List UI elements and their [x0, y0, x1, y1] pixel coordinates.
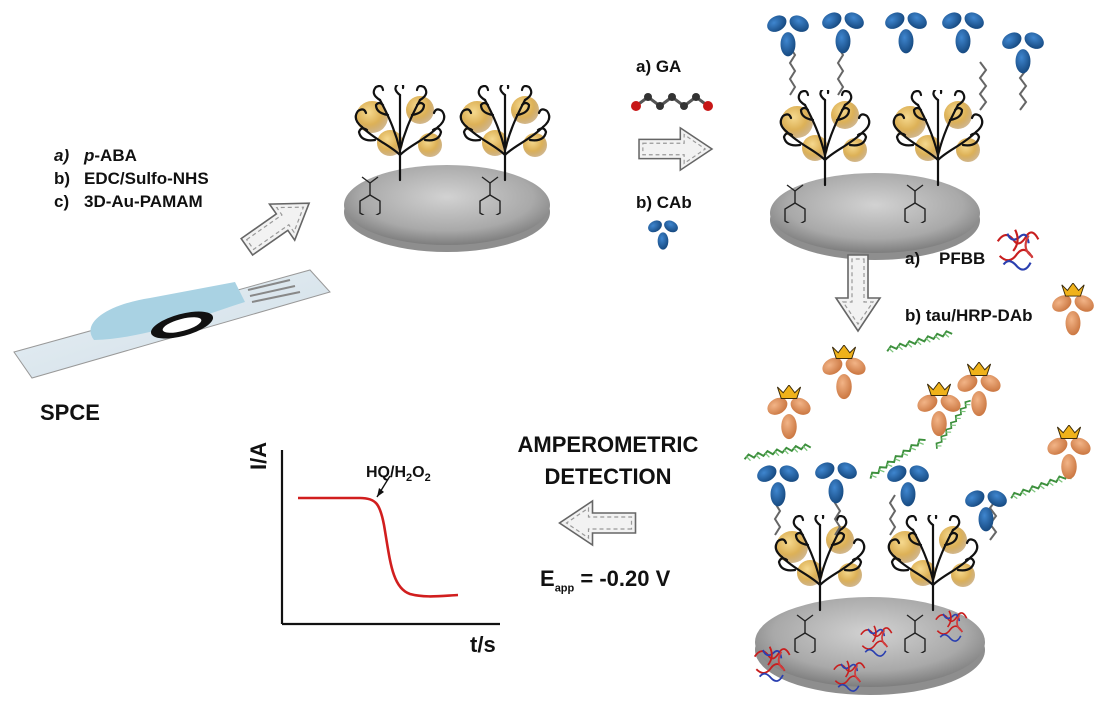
graph-x-axis-label: t/s [470, 632, 496, 657]
capture-antibody-icon [645, 218, 681, 250]
electrode-sandwich-assembly [742, 345, 1095, 695]
cab-step-label: b) CAb [636, 193, 692, 212]
detection-arrow [558, 500, 637, 546]
tau-protein-icon [885, 329, 954, 355]
tau-step-label: b) tau/HRP-DAb [905, 306, 1033, 325]
step2-arrow [638, 127, 713, 171]
pfbb-step-label: a) PFBB [905, 249, 986, 268]
step-pABA: a)p-ABA [54, 146, 137, 165]
hq-h2o2-annotation: HQ/H2O2 [366, 464, 431, 485]
electrode-modified [344, 85, 551, 252]
current-curve [298, 496, 459, 598]
amperometric-graph [280, 450, 500, 626]
ga-step-label: a) GA [636, 57, 682, 76]
spce-electrode-strip [13, 269, 331, 379]
step-au-pamam: c)3D-Au-PAMAM [54, 192, 203, 211]
step-edc: b)EDC/Sulfo-NHS [54, 169, 209, 188]
amperometric-detection-label: AMPEROMETRIC DETECTION [517, 432, 699, 489]
step3-arrow [835, 254, 881, 332]
pfbb-protein-icon [996, 228, 1040, 271]
applied-potential-label: Eapp = -0.20 V [540, 566, 671, 595]
glutaraldehyde-molecule [631, 93, 713, 111]
hrp-detection-antibody-icon [1048, 283, 1098, 336]
step1-arrow [233, 184, 323, 266]
electrode-with-capture-antibody [764, 9, 1047, 260]
surface-modification-steps: a)p-ABA b)EDC/Sulfo-NHS c)3D-Au-PAMAM [54, 146, 209, 215]
spce-label: SPCE [40, 400, 100, 425]
graph-y-axis-label: I/A [246, 441, 271, 470]
